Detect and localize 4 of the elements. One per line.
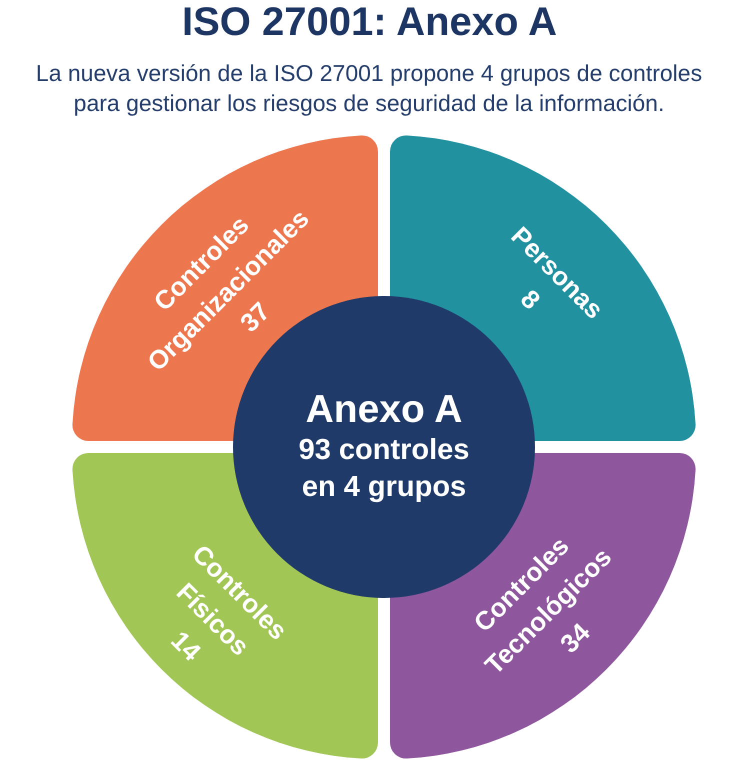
subtitle: La nueva versión de la ISO 27001 propone 4 grupos de controles para gestionar los riesgos de seguridad de la información. [34,59,704,118]
center-title: Anexo A [304,388,464,432]
center-subtitle: 93 controles en 4 grupos [298,433,470,505]
title: ISO 27001: Anexo A [181,0,558,44]
